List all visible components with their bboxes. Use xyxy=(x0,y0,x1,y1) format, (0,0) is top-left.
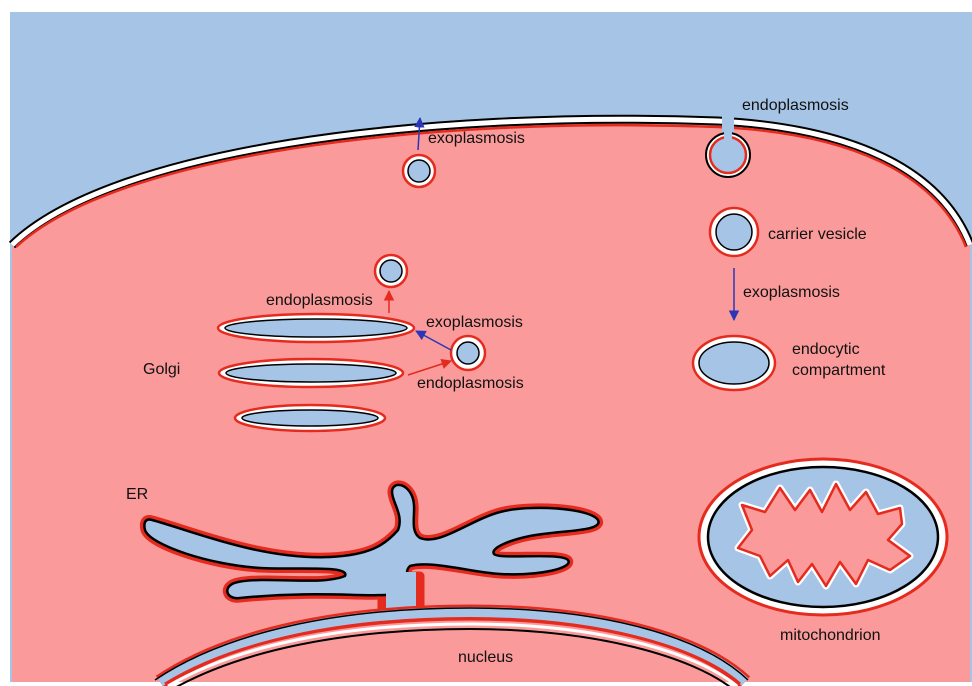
golgi-vesicle-side xyxy=(451,336,485,370)
label-golgi: Golgi xyxy=(143,361,180,378)
label-endocytic: endocytic xyxy=(792,341,860,358)
golgi-vesicle-top xyxy=(375,255,407,287)
label-endoplasmosis-golgi-bottom: endoplasmosis xyxy=(417,375,524,392)
label-carrier-vesicle: carrier vesicle xyxy=(768,226,867,243)
label-endoplasmosis-top: endoplasmosis xyxy=(742,97,849,114)
label-mitochondrion: mitochondrion xyxy=(780,627,881,644)
secretory-vesicle xyxy=(403,155,435,187)
label-exoplasmosis-right: exoplasmosis xyxy=(743,284,840,301)
endocytic-compartment xyxy=(693,336,775,390)
label-nucleus: nucleus xyxy=(458,649,513,666)
label-exoplasmosis-top: exoplasmosis xyxy=(428,130,525,147)
label-exoplasmosis-golgi: exoplasmosis xyxy=(426,314,523,331)
mitochondrion xyxy=(699,459,947,615)
label-er: ER xyxy=(126,486,148,503)
label-endoplasmosis-golgi-top: endoplasmosis xyxy=(266,292,373,309)
label-compartment: compartment xyxy=(792,362,886,379)
carrier-vesicle xyxy=(710,208,758,256)
